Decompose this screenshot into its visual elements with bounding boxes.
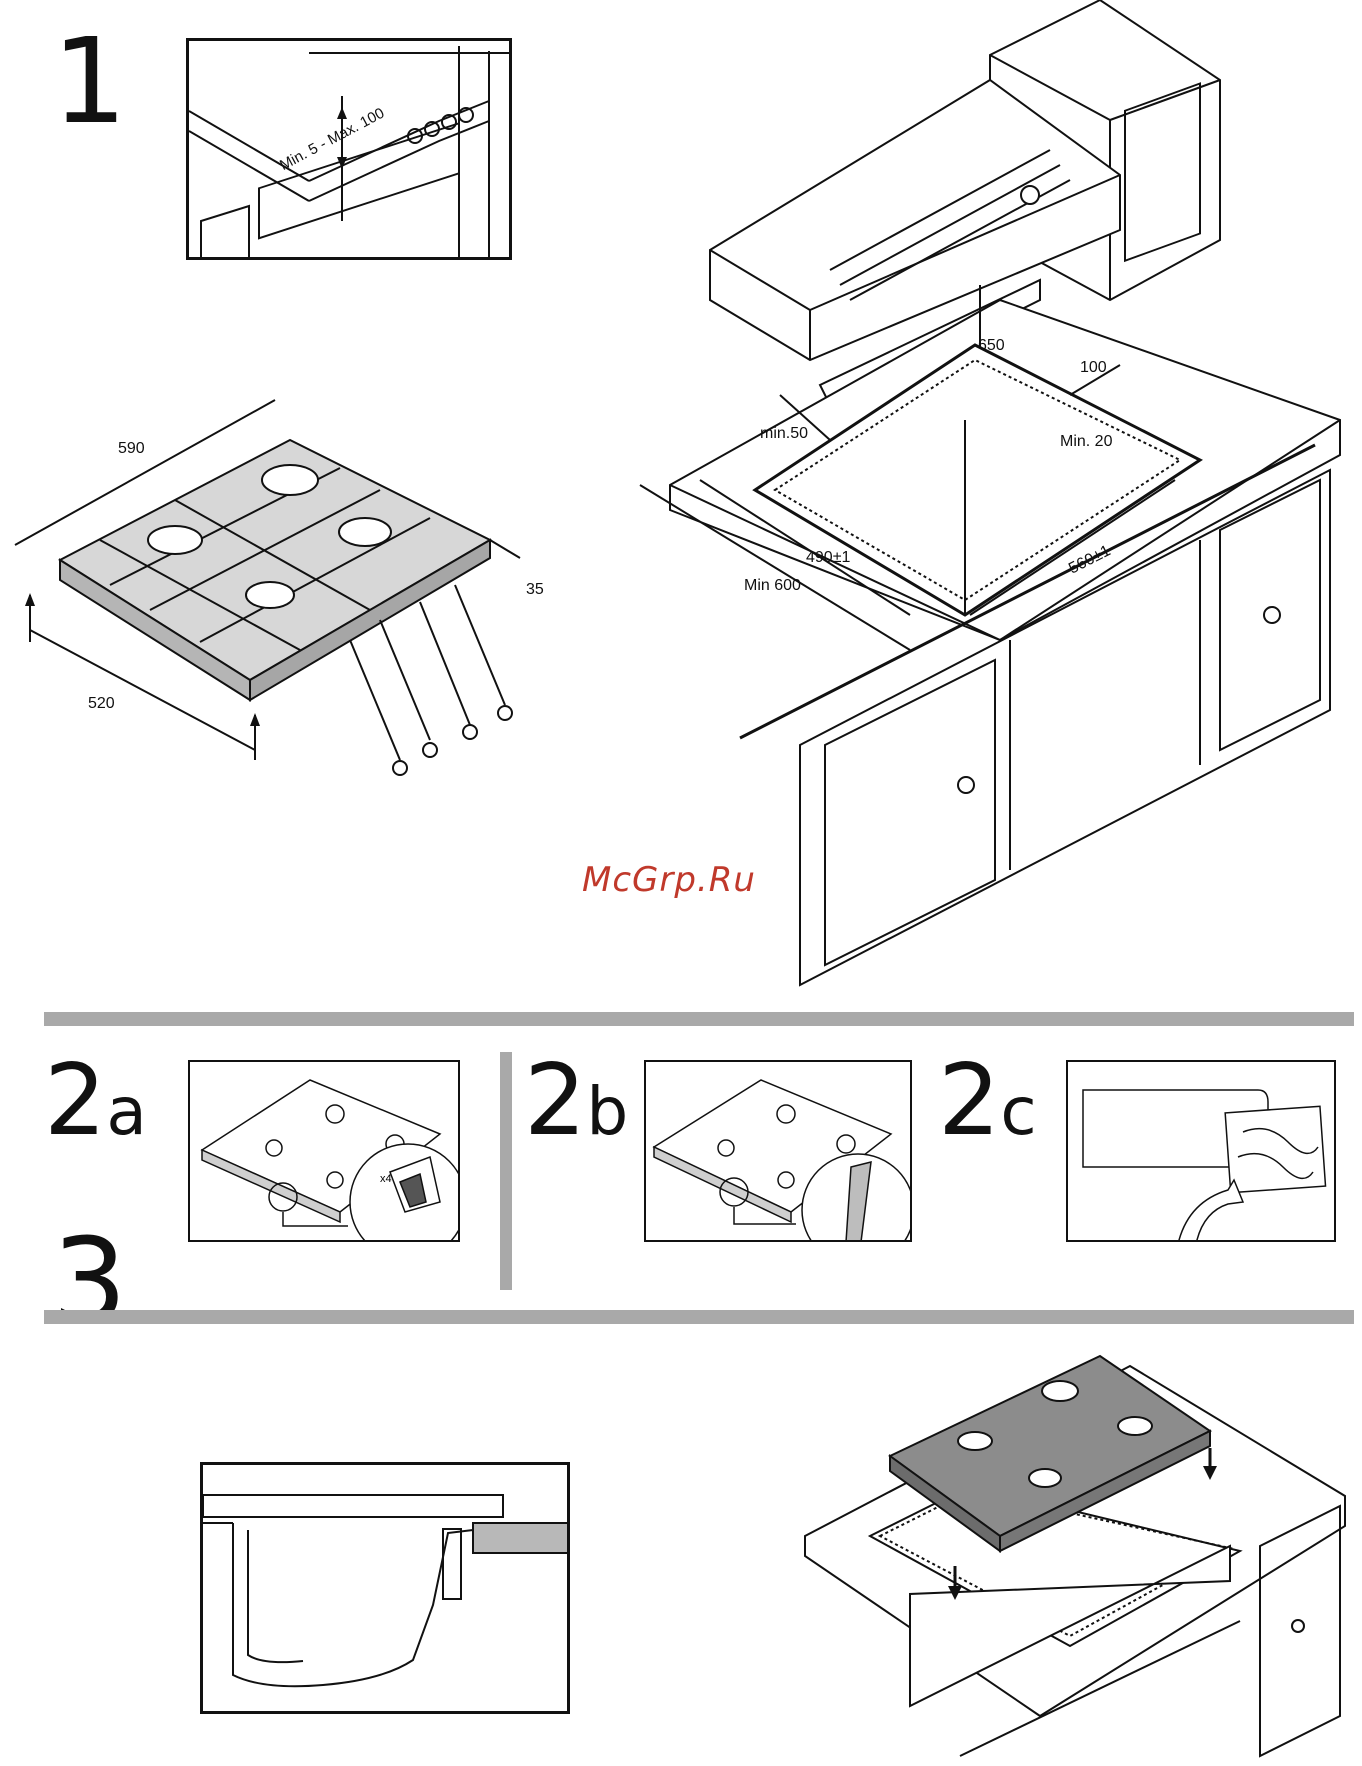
dim-35: 35 <box>526 581 544 598</box>
step-2b-number: 2 <box>524 1044 586 1158</box>
oven-gap-inset: Min. 5 - Max. 100 <box>186 38 512 260</box>
step-2a-suffix: a <box>106 1073 146 1150</box>
clamp-count-label: x4 <box>380 1173 392 1185</box>
step-1-number: 1 <box>52 22 127 140</box>
step-3-section-drawing <box>203 1465 570 1714</box>
dim-100: 100 <box>1080 359 1107 376</box>
watermark: McGrp.Ru <box>582 860 756 900</box>
section-divider-bottom <box>44 1310 1354 1324</box>
hob-dimensions-drawing: 590 520 35 <box>0 380 540 800</box>
step-2a-number: 2 <box>44 1044 106 1158</box>
step-2c-drawing <box>1068 1062 1336 1242</box>
oven-gap-drawing <box>189 41 512 260</box>
dim-min600: Min 600 <box>744 577 801 594</box>
dim-520: 520 <box>88 695 115 712</box>
section-divider-top <box>44 1012 1354 1026</box>
step-2a-label: 2a <box>44 1052 147 1150</box>
step-2c-number: 2 <box>938 1044 1000 1158</box>
kitchen-cabinet-drawing: 650 100 min.50 Min. 20 490±1 560±1 Min 6… <box>660 0 1340 990</box>
dim-min20: Min. 20 <box>1060 433 1113 450</box>
step-2b-drawing <box>646 1062 912 1242</box>
step-2b-suffix: b <box>586 1073 628 1150</box>
step-3-install-drawing <box>800 1336 1360 1766</box>
step-2b-label: 2b <box>524 1052 628 1150</box>
dim-590: 590 <box>118 440 145 457</box>
step-2c-label: 2c <box>938 1052 1037 1150</box>
step-2c-panel <box>1066 1060 1336 1242</box>
step-2a-drawing: x4 <box>190 1062 460 1242</box>
step-2c-suffix: c <box>1000 1073 1036 1150</box>
step-2a-panel: x4 <box>188 1060 460 1242</box>
dim-min50: min.50 <box>760 425 808 442</box>
step-3-section-inset <box>200 1462 570 1714</box>
step-2b-panel <box>644 1060 912 1242</box>
dim-650: 650 <box>978 337 1005 354</box>
dim-490: 490±1 <box>806 549 850 566</box>
section-divider-vertical <box>500 1052 512 1290</box>
